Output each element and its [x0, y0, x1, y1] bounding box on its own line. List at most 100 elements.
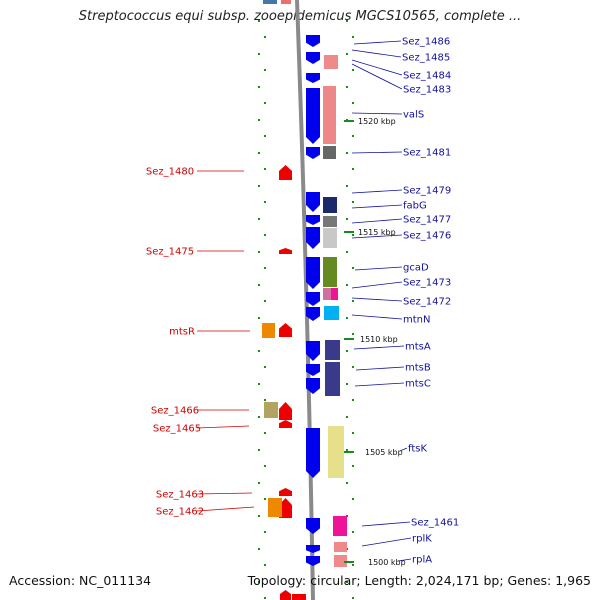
ruler-dot [346, 383, 348, 385]
ruler-dot [352, 69, 354, 71]
ruler-dot [346, 449, 348, 451]
ruler-dot [352, 465, 354, 467]
ruler-dot [258, 53, 260, 55]
ruler-dot [258, 548, 260, 550]
gene-block [331, 288, 338, 300]
ruler-dot [352, 366, 354, 368]
reverse-gene-arrow [280, 590, 291, 600]
leader-line [361, 537, 412, 547]
reverse-gene-arrow [279, 488, 292, 496]
ruler-dot [258, 317, 260, 319]
leader-line [196, 492, 253, 495]
reverse-gene-arrow [279, 498, 292, 518]
ruler-dot [352, 597, 354, 599]
scale-tick-mark [344, 120, 354, 122]
ruler-dot [258, 152, 260, 154]
scale-tick-label: 1505 kbp [365, 448, 403, 457]
leader-line [351, 218, 403, 224]
leader-line [354, 266, 403, 271]
ruler-dot [258, 515, 260, 517]
right-gene-label: Sez_1484 [403, 71, 451, 82]
gene-block [323, 86, 336, 144]
forward-gene-arrow [306, 192, 320, 212]
ruler-dot [258, 383, 260, 385]
ruler-dot [352, 564, 354, 566]
forward-gene-arrow [306, 52, 320, 64]
forward-gene-arrow [306, 378, 320, 394]
ruler-dot [352, 102, 354, 104]
right-gene-label: fabG [403, 201, 427, 212]
leader-line [351, 151, 403, 154]
ruler-dot [258, 284, 260, 286]
scale-tick-mark [344, 231, 354, 233]
right-gene-label: gcaD [403, 263, 429, 274]
forward-gene-arrow [306, 307, 320, 321]
forward-gene-arrow [306, 73, 320, 83]
map-title: Streptococcus equi subsp. zooepidemicus … [78, 9, 522, 24]
right-gene-label: rplK [412, 534, 432, 545]
forward-gene-arrow [306, 364, 320, 376]
leader-line [351, 297, 403, 302]
leader-line [399, 447, 408, 452]
leader-line [351, 314, 403, 320]
gene-block [325, 380, 340, 396]
gene-labels: Sez_1480Sez_1475mtsRSez_1466Sez_1465Sez_… [146, 37, 459, 566]
right-gene-label: mtnN [403, 315, 430, 326]
right-gene-label: valS [403, 110, 424, 121]
ruler-dot [264, 36, 266, 38]
forward-gene-arrow [306, 35, 320, 47]
scale-tick-mark [344, 561, 354, 563]
ruler-dot [346, 218, 348, 220]
ruler-dot [264, 366, 266, 368]
ruler-dot [352, 201, 354, 203]
gene-block [333, 516, 347, 536]
scale-tick-label: 1520 kbp [358, 117, 396, 126]
ruler-dot [258, 251, 260, 253]
ruler-dot [352, 135, 354, 137]
right-gene-label: Sez_1473 [403, 278, 451, 289]
right-gene-label: Sez_1486 [402, 37, 450, 48]
leader-line [351, 49, 402, 58]
ruler-dot [352, 432, 354, 434]
ruler-dot [352, 498, 354, 500]
leader-line [353, 40, 402, 45]
reverse-gene-arrow [279, 420, 292, 428]
gene-block [324, 55, 338, 69]
gene-block [323, 197, 337, 213]
ruler-dot [346, 53, 348, 55]
ruler-dot [352, 531, 354, 533]
gene-block [323, 257, 337, 287]
forward-gene-arrow [306, 292, 320, 306]
right-gene-label: mtsB [405, 363, 431, 374]
label-leaders [196, 40, 412, 562]
ruler-dot [264, 432, 266, 434]
right-gene-label: rplA [412, 555, 432, 566]
right-gene-label: Sez_1485 [402, 53, 450, 64]
ruler-dot [264, 498, 266, 500]
ruler-dot [264, 564, 266, 566]
ruler-dot [258, 581, 260, 583]
leader-line [196, 506, 255, 512]
leader-line [351, 189, 403, 194]
ruler-dot [346, 284, 348, 286]
ruler-dot [352, 234, 354, 236]
summary-text: Topology: circular; Length: 2,024,171 bp… [247, 573, 591, 588]
gene-block [324, 306, 339, 320]
right-gene-label: Sez_1476 [403, 231, 451, 242]
right-gene-label: Sez_1461 [411, 518, 459, 529]
scale-tick-mark [344, 338, 354, 340]
right-gene-label: Sez_1477 [403, 215, 451, 226]
ruler-dot [264, 102, 266, 104]
ruler-dot [258, 185, 260, 187]
ruler-dot [264, 597, 266, 599]
ruler-dot [264, 531, 266, 533]
ruler-dot [258, 482, 260, 484]
forward-gene-arrow [306, 88, 320, 144]
left-gene-label: Sez_1480 [146, 167, 194, 178]
ruler-dot [346, 185, 348, 187]
gene-block [334, 555, 347, 567]
left-gene-label: Sez_1463 [156, 490, 204, 501]
scale-tick-label: 1510 kbp [360, 335, 398, 344]
